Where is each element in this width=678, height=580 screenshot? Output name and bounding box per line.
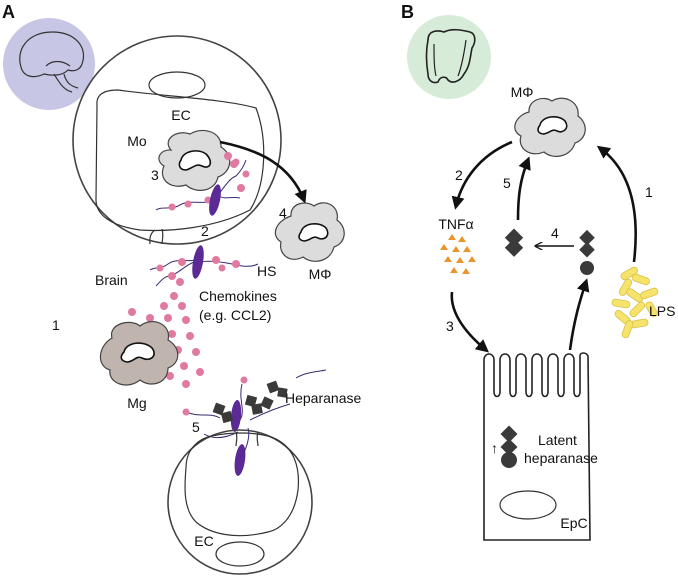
label-mphi-b: MΦ: [511, 84, 534, 100]
label-mg: Mg: [127, 395, 146, 411]
label-ec-top: EC: [171, 107, 190, 123]
arrow-b-2: [451, 140, 513, 210]
macrophage-cell-b: [514, 97, 586, 157]
label-ec-bottom: EC: [194, 533, 213, 549]
upregulation-arrow-icon: ↑: [491, 440, 498, 456]
arrow-b-secretion: [568, 278, 590, 351]
step-a-3: 3: [151, 167, 159, 183]
panel-b-letter: B: [401, 2, 414, 22]
label-epc: EpC: [560, 515, 587, 531]
brain-icon: [3, 18, 95, 110]
label-heparanase-a: Heparanase: [285, 390, 361, 406]
label-mo: Mo: [127, 133, 147, 149]
lps-cluster: [611, 266, 659, 339]
arrow-b-1: [596, 145, 637, 263]
arrow-a-4: [219, 140, 307, 204]
label-hs: HS: [257, 263, 276, 279]
label-brain: Brain: [95, 272, 128, 288]
tnf-cluster: [440, 234, 476, 274]
step-b-1: 1: [645, 184, 653, 200]
label-chemokines: Chemokines: [199, 288, 277, 304]
heparanase-cluster: [182, 369, 327, 439]
step-a-1: 1: [52, 317, 60, 333]
macrophage-cell-a: [274, 202, 345, 262]
step-b-3: 3: [446, 318, 454, 334]
step-b-2: 2: [455, 167, 463, 183]
colon-icon: [407, 15, 491, 99]
monocyte-cell: [158, 129, 231, 191]
epithelial-cell: [483, 352, 591, 541]
step-b-5: 5: [503, 175, 511, 191]
step-a-5: 5: [192, 419, 200, 435]
label-lps: LPS: [649, 303, 675, 319]
label-tnfa: TNFα: [438, 216, 473, 232]
step-a-2: 2: [201, 223, 209, 239]
label-latent-line2: heparanase: [524, 450, 598, 466]
label-mphi-a: MΦ: [309, 266, 332, 282]
panel-a-letter: A: [2, 2, 15, 22]
active-heparanase: [504, 228, 524, 257]
label-latent-line1: Latent: [538, 432, 577, 448]
panel-a: A EC Mo: [2, 2, 361, 575]
panel-b: B MΦ 2 1 5 TNFα: [401, 2, 675, 541]
latent-heparanase-top: [579, 229, 595, 275]
vessel-bottom: [167, 427, 313, 575]
step-b-4: 4: [551, 225, 559, 241]
heparan-sulfate-chains-top: [155, 152, 250, 216]
arrow-b-3: [450, 291, 489, 353]
step-a-4: 4: [279, 205, 287, 221]
vessel-top: [72, 35, 282, 245]
arrow-b-5: [516, 156, 531, 221]
label-chemokines-example: (e.g. CCL2): [199, 307, 271, 323]
microglia-cell: [99, 321, 179, 386]
latent-heparanase-intracellular: [500, 425, 518, 468]
heparan-sulfate-junction: [149, 245, 259, 287]
